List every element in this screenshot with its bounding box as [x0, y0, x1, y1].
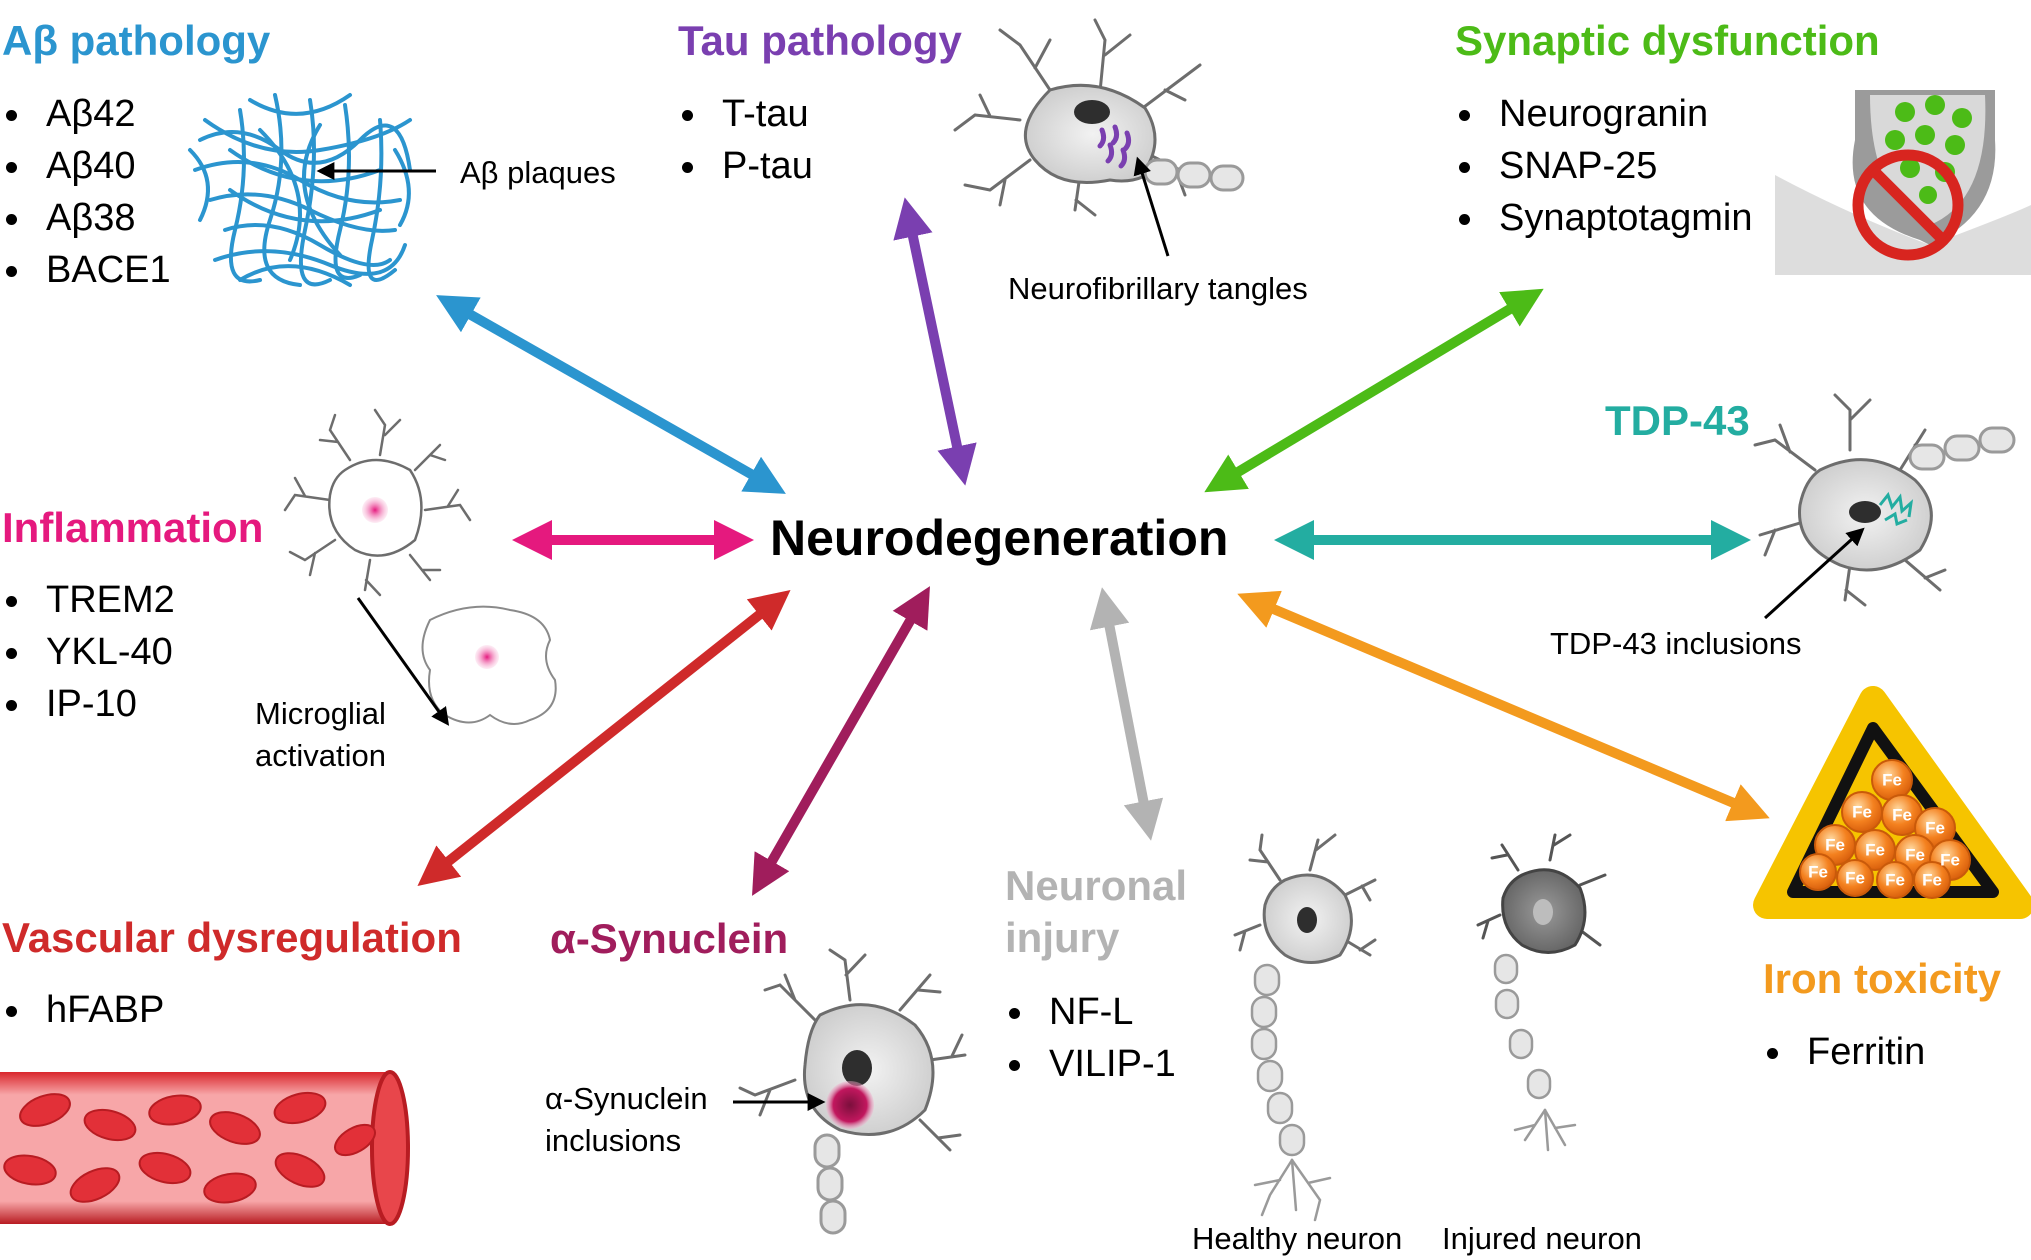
tau-marker: T-tau: [678, 88, 813, 140]
neuronal-title: Neuronal injury: [1005, 860, 1187, 964]
microglia-pointer-arrow: [356, 597, 450, 726]
neuronal-title-line: injury: [1005, 914, 1120, 961]
synaptic-marker-list: Neurogranin SNAP-25 Synaptotagmin: [1455, 88, 1753, 244]
synuclein-title: α-Synuclein: [550, 915, 789, 962]
neuron-tdp43-icon: [1753, 393, 2016, 607]
synuclein-annotation-line: inclusions: [545, 1122, 682, 1158]
injured-neuron-icon: [1476, 833, 1607, 1152]
fe-label: Fe: [1882, 771, 1902, 790]
synuclein-annotation-line: α-Synuclein: [545, 1081, 708, 1116]
tau-marker: P-tau: [678, 140, 813, 192]
microglia-annotation: Microglial activation: [255, 693, 386, 777]
synaptic-marker: Synaptotagmin: [1455, 192, 1753, 244]
tau-annotation: Neurofibrillary tangles: [1008, 271, 1308, 306]
center-label: Neurodegeneration: [770, 510, 1229, 566]
neuron-tangle-icon: [953, 18, 1245, 217]
fe-label: Fe: [1825, 836, 1845, 855]
neuronal-title-line: Neuronal: [1005, 862, 1188, 909]
injured-neuron-caption: Injured neuron: [1442, 1221, 1642, 1256]
abeta-marker: Aβ40: [2, 140, 171, 192]
abeta-annotation: Aβ plaques: [460, 155, 616, 190]
synaptic-title: Synaptic dysfunction: [1455, 17, 1880, 64]
fe-label: Fe: [1865, 841, 1885, 860]
tdp43-title: TDP-43: [1605, 397, 1750, 444]
arrow-synuclein: [752, 586, 930, 896]
synaptic-marker: Neurogranin: [1455, 88, 1753, 140]
microglia-annotation-line: activation: [255, 737, 386, 773]
iron-warning-icon: Fe Fe Fe Fe Fe Fe Fe Fe Fe Fe Fe Fe: [1753, 686, 2031, 919]
arrow-tau: [893, 197, 977, 486]
iron-marker: Ferritin: [1763, 1026, 1925, 1078]
inflammation-marker: IP-10: [2, 678, 175, 730]
abeta-title: Aβ pathology: [2, 17, 271, 64]
tau-marker-list: T-tau P-tau: [678, 88, 813, 192]
arrow-neuronal: [1089, 587, 1164, 841]
arrow-iron: [1237, 590, 1770, 822]
tau-pointer-arrow: [1133, 156, 1170, 257]
tdp43-annotation: TDP-43 inclusions: [1550, 626, 1802, 661]
fe-label: Fe: [1808, 863, 1828, 882]
healthy-neuron-caption: Healthy neuron: [1192, 1221, 1403, 1256]
microglia-icon: [283, 408, 557, 725]
neuron-synuclein-icon: [738, 948, 967, 1235]
vascular-title: Vascular dysregulation: [2, 914, 462, 961]
fe-label: Fe: [1852, 803, 1872, 822]
iron-title: Iron toxicity: [1763, 955, 2002, 1002]
inflammation-marker-list: TREM2 YKL-40 IP-10: [2, 574, 175, 730]
synapse-blocked-icon: [1775, 90, 2031, 275]
abeta-marker: BACE1: [2, 244, 171, 296]
amyloid-plaque-icon: [188, 93, 412, 287]
inflammation-title: Inflammation: [2, 504, 264, 551]
tau-title: Tau pathology: [678, 17, 962, 64]
vascular-marker: hFABP: [2, 984, 164, 1036]
abeta-marker: Aβ38: [2, 192, 171, 244]
synuclein-annotation: α-Synuclein inclusions: [545, 1078, 708, 1162]
fe-label: Fe: [1905, 846, 1925, 865]
microglia-annotation-line: Microglial: [255, 696, 386, 731]
arrow-synaptic: [1204, 288, 1544, 493]
tdp43-pointer-arrow: [1763, 527, 1865, 620]
fe-label: Fe: [1845, 869, 1865, 888]
blood-vessel-icon: [0, 1070, 410, 1226]
fe-label: Fe: [1940, 851, 1960, 870]
arrow-vascular: [417, 590, 791, 886]
fe-label: Fe: [1925, 819, 1945, 838]
fe-label: Fe: [1892, 806, 1912, 825]
inflammation-marker: YKL-40: [2, 626, 175, 678]
fe-label: Fe: [1922, 871, 1942, 890]
neuronal-marker: NF-L: [1005, 986, 1176, 1038]
synaptic-marker: SNAP-25: [1455, 140, 1753, 192]
iron-marker-list: Ferritin: [1763, 1026, 1925, 1078]
inflammation-marker: TREM2: [2, 574, 175, 626]
arrow-abeta: [436, 295, 786, 494]
healthy-neuron-icon: [1233, 833, 1377, 1222]
abeta-marker: Aβ42: [2, 88, 171, 140]
fe-label: Fe: [1885, 871, 1905, 890]
neuronal-marker-list: NF-L VILIP-1: [1005, 986, 1176, 1090]
vascular-marker-list: hFABP: [2, 984, 164, 1036]
neuronal-marker: VILIP-1: [1005, 1038, 1176, 1090]
abeta-marker-list: Aβ42 Aβ40 Aβ38 BACE1: [2, 88, 171, 296]
